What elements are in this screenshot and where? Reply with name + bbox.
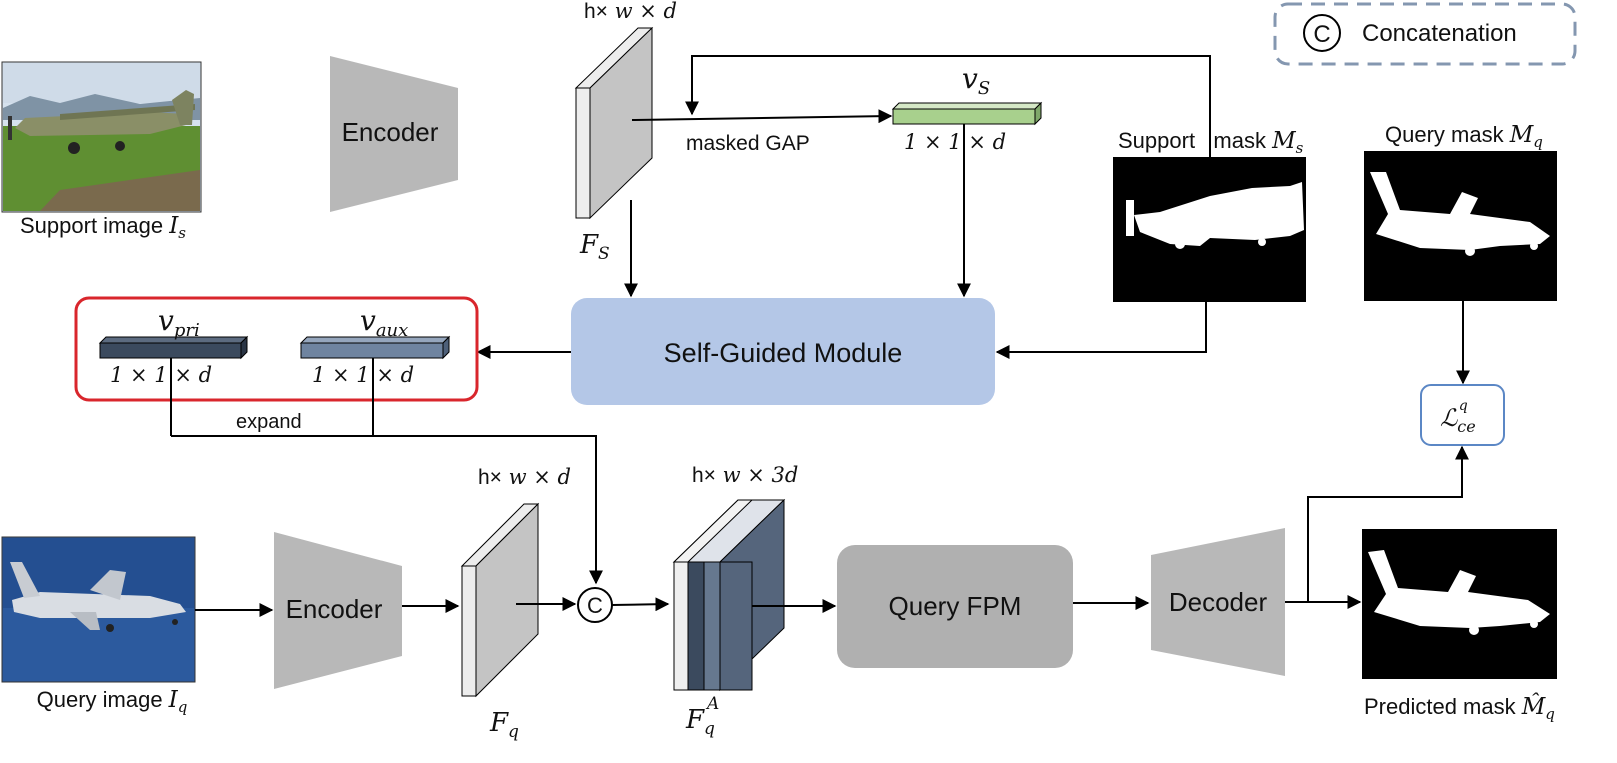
support-image bbox=[1, 61, 202, 213]
masked-gap-label: masked GAP bbox=[686, 132, 810, 155]
legend-label: Concatenation bbox=[1362, 20, 1517, 47]
self-guided-module-label: Self-Guided Module bbox=[664, 338, 903, 368]
legend: C Concatenation bbox=[1273, 2, 1577, 66]
support-mask-label: Support mask Ms bbox=[1118, 128, 1304, 157]
loss-box bbox=[1420, 384, 1505, 446]
prototypes-highlight-box bbox=[74, 296, 479, 402]
query-image bbox=[1, 536, 196, 683]
predicted-mask-image bbox=[1362, 529, 1557, 679]
support-feature-block bbox=[574, 26, 654, 220]
query-mask-label: Query mask Mq bbox=[1385, 122, 1543, 151]
query-mask-image bbox=[1364, 151, 1557, 301]
legend-border bbox=[1273, 2, 1577, 66]
loss-label: ℒceq bbox=[1440, 398, 1476, 436]
concat-symbol-icon bbox=[1303, 14, 1341, 52]
vs-dims: 1 × 1 × d bbox=[904, 130, 1006, 154]
query-fpm bbox=[837, 545, 1073, 668]
aux-dims: 1 × 1 × d bbox=[312, 363, 414, 387]
aux-prototype-bar bbox=[299, 335, 451, 360]
concat-node-symbol: C bbox=[587, 593, 603, 618]
vs-label: vS bbox=[962, 62, 990, 99]
legend-symbol: C bbox=[1313, 21, 1330, 48]
support-mask-image bbox=[1113, 157, 1306, 302]
query-encoder-label: Encoder bbox=[286, 594, 383, 624]
concat-feature-label: FqA bbox=[685, 694, 719, 739]
predicted-mask-label: Predicted mask M̂q bbox=[1364, 694, 1555, 723]
concat-feature-dims: h× w × 3d bbox=[692, 463, 798, 487]
query-image-label: Query image Iq bbox=[37, 687, 188, 716]
support-encoder bbox=[330, 56, 458, 212]
support-feature-dims: h× w × d bbox=[584, 0, 677, 23]
vs-prototype-bar bbox=[891, 101, 1043, 126]
query-feature-label: Fq bbox=[489, 708, 519, 742]
aux-label: vaux bbox=[360, 304, 408, 341]
expand-label: expand bbox=[236, 411, 302, 433]
pri-label: vpri bbox=[158, 304, 200, 341]
pri-prototype-bar bbox=[98, 335, 249, 360]
pri-dims: 1 × 1 × d bbox=[110, 363, 212, 387]
query-feature-block bbox=[460, 502, 540, 698]
support-feature-label: FS bbox=[579, 230, 610, 264]
query-encoder bbox=[274, 532, 402, 689]
support-image-label: Support image Is bbox=[20, 213, 186, 242]
query-feature-dims: h× w × d bbox=[478, 465, 571, 489]
self-guided-module bbox=[571, 298, 995, 405]
query-fpm-label: Query FPM bbox=[889, 591, 1022, 621]
concat-feature-block bbox=[672, 498, 786, 692]
decoder bbox=[1151, 528, 1285, 676]
support-encoder-label: Encoder bbox=[342, 117, 439, 147]
decoder-label: Decoder bbox=[1169, 587, 1268, 617]
